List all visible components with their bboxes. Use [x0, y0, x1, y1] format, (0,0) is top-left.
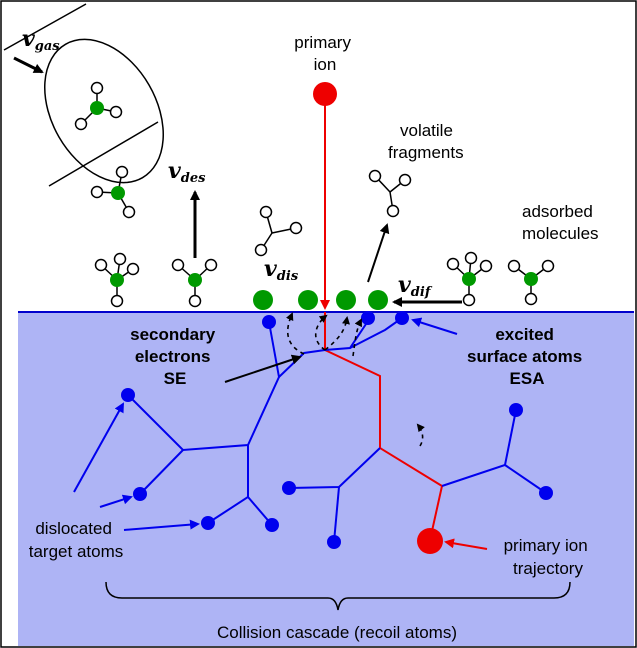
adsorbed-molecule [171, 258, 218, 308]
gas-arrow [13, 56, 44, 74]
collision-cascade [127, 317, 547, 543]
substrate [18, 312, 634, 646]
implanted-ion [417, 528, 443, 554]
excited-surface-atoms-label: excited surface atoms ESA [467, 325, 587, 388]
secondary-electron-paths [285, 312, 425, 447]
v-des-label: vdes [168, 158, 206, 186]
collision-cascade-label: Collision cascade (recoil atoms) [217, 623, 457, 642]
primary-ion-label: primary ion [294, 33, 355, 74]
adsorbed-molecules-label: adsorbed molecules [522, 202, 599, 243]
se-arrow [224, 354, 302, 383]
dislocated-target-atoms-label: dislocated target atoms [29, 519, 124, 561]
v-dif-label: vdif [398, 272, 433, 300]
molecule-fragment [254, 205, 303, 257]
volatile-fragments-label: volatile fragments [388, 121, 464, 162]
secondary-electrons-label: secondary electrons SE [130, 325, 220, 388]
volatile-fragment [368, 169, 412, 218]
trajectory-arrow [444, 538, 488, 550]
cascade-brace [105, 581, 571, 611]
v-gas-label: vgas [22, 26, 60, 54]
volatile-arrow [367, 223, 390, 283]
primary-ion-trajectory-label: primary ion trajectory [504, 536, 593, 578]
surface-adatoms [253, 290, 388, 310]
dislocated-arrow-1 [73, 402, 124, 493]
ion-trajectory [324, 312, 444, 541]
adsorbed-molecule [446, 251, 493, 307]
gas-nozzle [3, 3, 164, 187]
cascade-atoms [121, 311, 553, 549]
v-dis-label: vdis [264, 256, 299, 284]
molecule-gas [74, 81, 123, 131]
dislocated-arrow-3 [123, 519, 200, 531]
dislocated-arrow-2 [99, 494, 133, 508]
adsorbed-molecule [507, 259, 555, 306]
esa-arrow [411, 317, 458, 335]
adsorbed-molecule [94, 252, 140, 308]
molecule-desorbing [90, 165, 136, 219]
